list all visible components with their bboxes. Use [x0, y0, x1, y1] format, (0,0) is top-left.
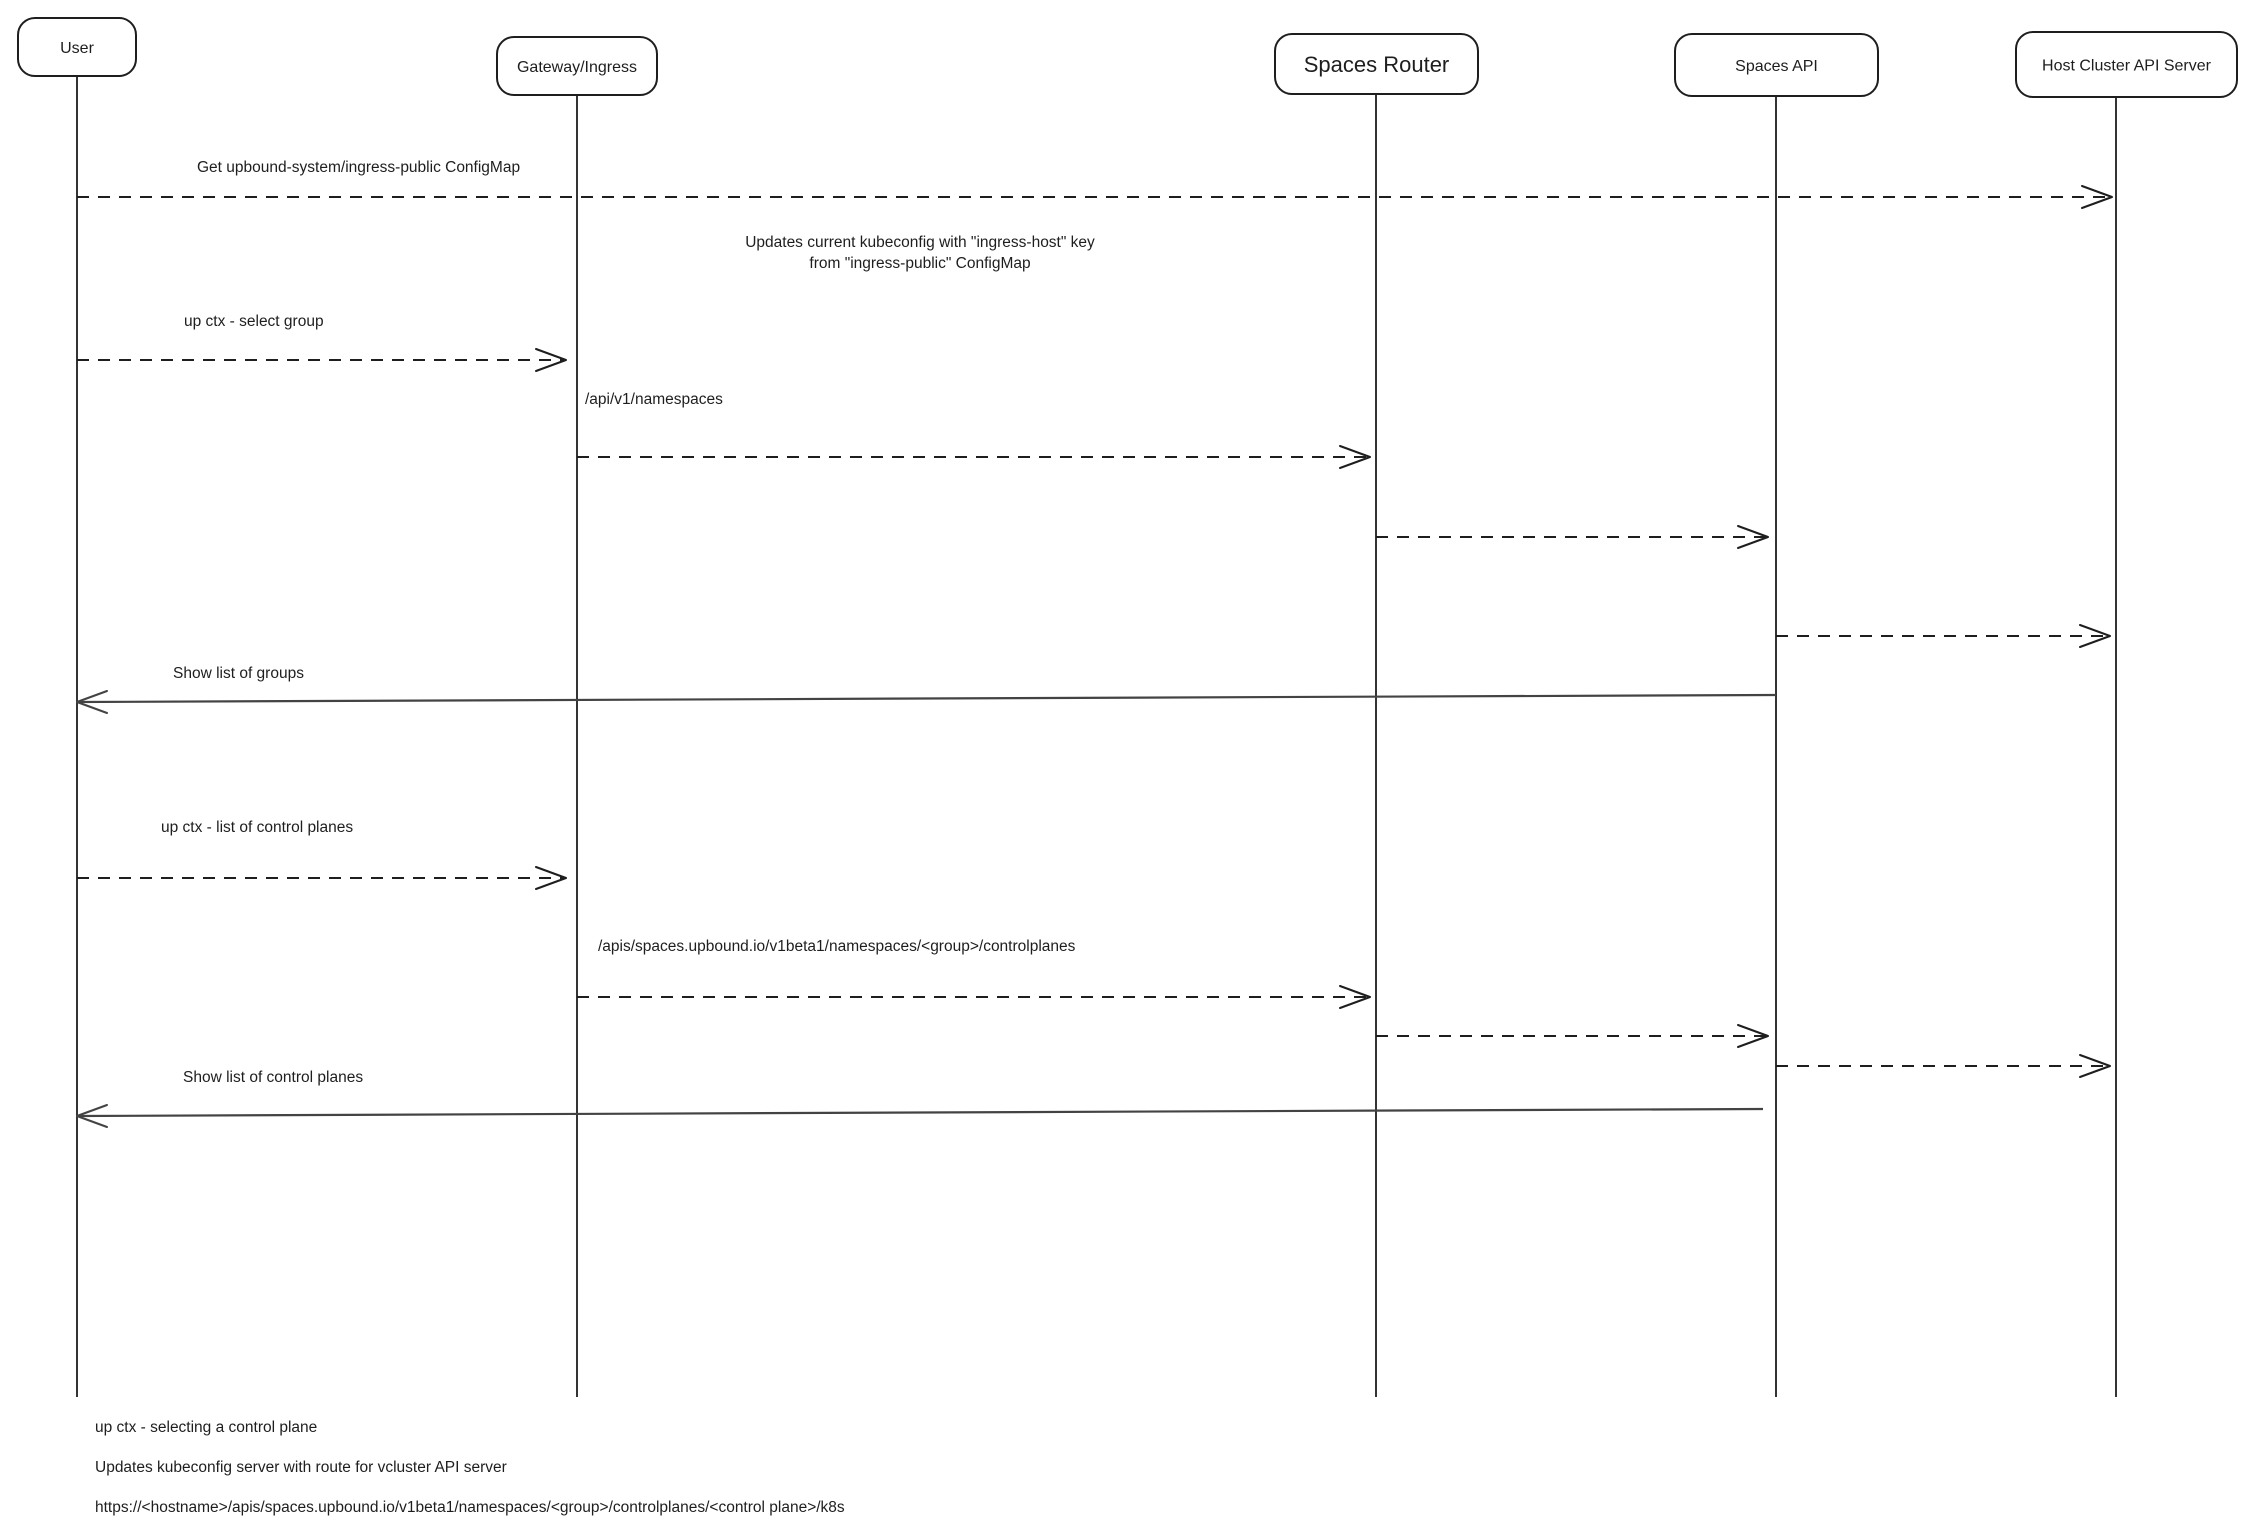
- message-arrow-show-list-of-groups: [76, 693, 1777, 704]
- actor-box-spaces-router: [1274, 33, 1479, 95]
- actor-spaces-router: Spaces Router: [1274, 33, 1479, 1397]
- actor-spaces-api: Spaces API: [1674, 33, 1879, 1397]
- arrowhead-apis-spaces-upbound-io-v1beta1-namespaces-group-controlplanes: [1339, 985, 1371, 1009]
- footnote-line-1: up ctx - selecting a control plane: [95, 1419, 317, 1436]
- message-show-list-of-control-planes: Show list of control planes: [76, 1069, 1764, 1128]
- actor-box-spaces-api: [1674, 33, 1879, 97]
- actor-label-gateway-ingress: Gateway/Ingress: [517, 59, 637, 76]
- message-api-v1-namespaces: /api/v1/namespaces: [577, 391, 1371, 469]
- message-label-api-v1-namespaces: /api/v1/namespaces: [585, 391, 723, 408]
- message-up-ctx-select-group: up ctx - select group: [77, 313, 567, 372]
- arrowhead-message-8: [1737, 1024, 1769, 1048]
- message-message-4: [1776, 624, 2111, 648]
- arrowhead-up-ctx-select-group: [535, 348, 567, 372]
- actor-box-gateway-ingress: [496, 36, 658, 96]
- message-arrow-show-list-of-control-planes: [76, 1107, 1764, 1118]
- arrowhead-message-9: [2079, 1054, 2111, 1078]
- message-show-list-of-groups: Show list of groups: [76, 665, 1777, 714]
- footnote-line-2: Updates kubeconfig server with route for…: [95, 1459, 507, 1476]
- message-apis-spaces-upbound-io-v1beta1-namespaces-group-controlplanes: /apis/spaces.upbound.io/v1beta1/namespac…: [577, 938, 1371, 1009]
- actor-gateway-ingress: Gateway/Ingress: [496, 36, 658, 1397]
- actor-label-spaces-api: Spaces API: [1735, 58, 1818, 75]
- actor-label-spaces-router: Spaces Router: [1304, 52, 1450, 77]
- note-line-1: Updates current kubeconfig with "ingress…: [745, 234, 1095, 251]
- message-label-show-list-of-groups: Show list of groups: [173, 665, 304, 682]
- actor-label-host-cluster-api-server: Host Cluster API Server: [2042, 57, 2212, 74]
- actor-user: User: [17, 17, 137, 1397]
- message-up-ctx-list-of-control-planes: up ctx - list of control planes: [77, 819, 567, 890]
- message-message-9: [1776, 1054, 2111, 1078]
- arrowhead-message-3: [1737, 525, 1769, 549]
- message-label-get-upbound-system-ingress-public-configmap: Get upbound-system/ingress-public Config…: [197, 159, 520, 176]
- message-label-up-ctx-select-group: up ctx - select group: [184, 313, 324, 330]
- arrowhead-get-upbound-system-ingress-public-configmap: [2081, 185, 2113, 209]
- message-label-apis-spaces-upbound-io-v1beta1-namespaces-group-controlplanes: /apis/spaces.upbound.io/v1beta1/namespac…: [598, 938, 1076, 955]
- actor-box-user: [17, 17, 137, 77]
- message-get-upbound-system-ingress-public-configmap: Get upbound-system/ingress-public Config…: [77, 159, 2113, 209]
- message-label-show-list-of-control-planes: Show list of control planes: [183, 1069, 363, 1086]
- note-line-2: from "ingress-public" ConfigMap: [809, 255, 1030, 272]
- footnotes: up ctx - selecting a control planeUpdate…: [95, 1419, 845, 1516]
- arrowhead-api-v1-namespaces: [1339, 445, 1371, 469]
- message-message-3: [1376, 525, 1769, 549]
- arrowhead-message-4: [2079, 624, 2111, 648]
- message-label-up-ctx-list-of-control-planes: up ctx - list of control planes: [161, 819, 353, 836]
- arrowhead-up-ctx-list-of-control-planes: [535, 866, 567, 890]
- actor-box-host-cluster-api-server: [2015, 31, 2238, 98]
- arrowhead-show-list-of-control-planes: [76, 1104, 108, 1128]
- actor-host-cluster-api-server: Host Cluster API Server: [2015, 31, 2238, 1397]
- footnote-line-3: https://<hostname>/apis/spaces.upbound.i…: [95, 1499, 845, 1516]
- note-updates-kubeconfig: Updates current kubeconfig with "ingress…: [745, 234, 1095, 272]
- actor-label-user: User: [60, 40, 94, 57]
- arrowhead-show-list-of-groups: [76, 690, 108, 714]
- message-message-8: [1376, 1024, 1769, 1048]
